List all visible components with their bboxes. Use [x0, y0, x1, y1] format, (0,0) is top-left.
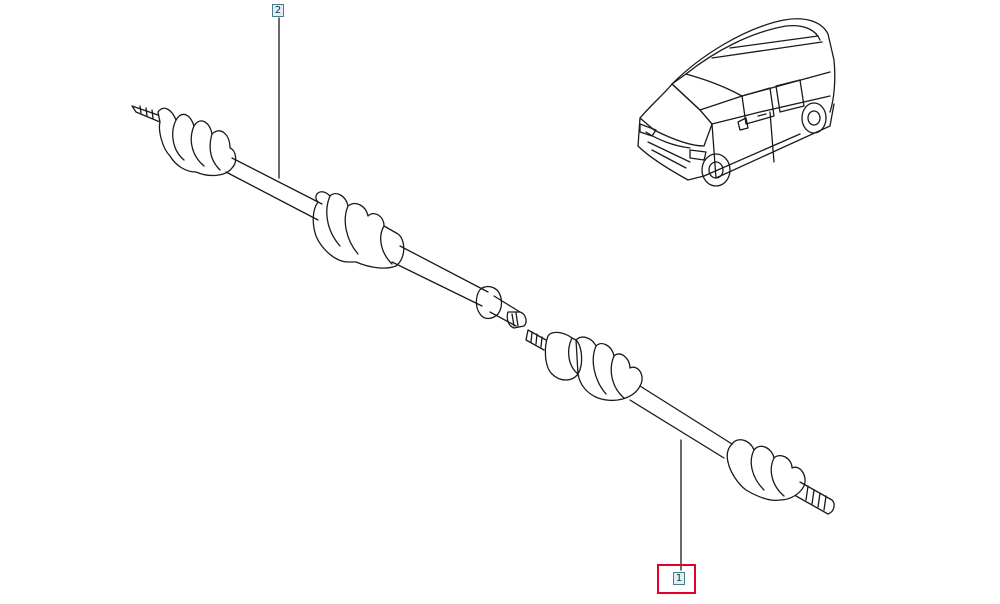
selected-callout-highlight	[657, 564, 696, 594]
lower-shaft-assembly	[525, 329, 835, 515]
callout-part-2[interactable]: 2	[272, 4, 284, 17]
upper-shaft-assembly	[131, 105, 527, 329]
compact-van-icon	[637, 18, 836, 187]
callout-part-1[interactable]: 1	[673, 572, 685, 585]
